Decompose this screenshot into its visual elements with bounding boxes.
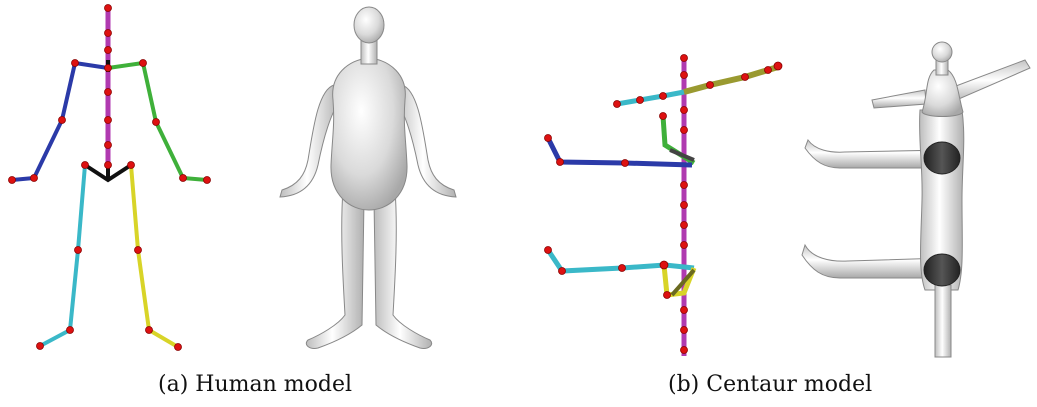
joint: [764, 66, 772, 74]
joint: [152, 118, 160, 126]
joint: [104, 4, 112, 12]
human-mesh-head: [353, 6, 385, 44]
joint: [104, 161, 112, 169]
human-mesh-torso: [330, 57, 408, 211]
human-left-leg: [39, 164, 87, 348]
joint: [544, 134, 552, 142]
joint: [127, 161, 135, 169]
joint: [680, 241, 688, 249]
centaur-mesh-dark-joint: [923, 141, 961, 175]
human-mesh-right-arm: [395, 84, 457, 198]
human-shoulder-bone: [107, 61, 144, 70]
joint: [104, 141, 112, 149]
joint: [544, 246, 552, 254]
centaur-blue-limb: [545, 136, 693, 168]
joint: [30, 174, 38, 182]
human-right-leg: [129, 164, 180, 349]
joint: [104, 29, 112, 37]
joint: [104, 116, 112, 124]
joint: [680, 71, 688, 79]
joint: [139, 59, 147, 67]
joint: [636, 96, 644, 104]
joint: [174, 343, 182, 351]
centaur-mesh-left-arm: [871, 89, 927, 109]
joint: [680, 221, 688, 229]
human-skeleton: [8, 4, 211, 351]
centaur-mesh-tail: [934, 284, 952, 358]
joint: [8, 176, 16, 184]
centaur-mesh-torso: [921, 69, 964, 117]
joint: [134, 246, 142, 254]
joint: [613, 100, 621, 108]
joint: [58, 116, 66, 124]
joint: [556, 158, 564, 166]
caption-human-model: (a) Human model: [158, 372, 353, 397]
figure-canvas: [8, 4, 1031, 358]
joint: [66, 326, 74, 334]
joint: [36, 342, 44, 350]
joint: [558, 267, 566, 275]
caption-centaur-model: (b) Centaur model: [668, 372, 873, 397]
joint: [618, 264, 626, 272]
joint: [104, 64, 112, 72]
joint: [680, 106, 688, 114]
joint: [179, 174, 187, 182]
human-left-arm: [11, 62, 77, 182]
joint: [104, 46, 112, 54]
centaur-skeleton: [544, 54, 783, 356]
joint: [706, 81, 714, 89]
joint: [680, 326, 688, 334]
centaur-olive-limb: [670, 268, 696, 297]
human-mesh-left-arm: [279, 84, 341, 198]
joint: [81, 161, 89, 169]
human-mesh-left-leg: [305, 189, 365, 349]
joint: [74, 246, 82, 254]
joint: [680, 126, 688, 134]
joint: [104, 88, 112, 96]
centaur-top-right-arm: [683, 64, 779, 95]
joint: [659, 260, 669, 270]
joint: [203, 176, 211, 184]
joint: [680, 346, 688, 354]
centaur-joints: [544, 54, 783, 354]
human-mesh: [279, 6, 457, 349]
human-right-arm: [141, 62, 208, 182]
centaur-top-left-arm: [616, 89, 685, 107]
joint: [659, 112, 667, 120]
joint: [773, 61, 783, 71]
joint: [71, 59, 79, 67]
joint: [680, 181, 688, 189]
joint: [741, 73, 749, 81]
joint: [145, 326, 153, 334]
centaur-mesh: [801, 41, 1031, 358]
human-shoulder-bone: [74, 61, 109, 70]
joint: [659, 92, 667, 100]
joint: [680, 201, 688, 209]
joint: [621, 159, 629, 167]
human-joints: [8, 4, 211, 351]
centaur-mesh-head: [931, 41, 953, 63]
human-mesh-right-leg: [373, 189, 433, 349]
joint: [680, 306, 688, 314]
joint: [680, 54, 688, 62]
joint: [663, 291, 671, 299]
centaur-dark-limb: [669, 148, 695, 162]
centaur-mesh-dark-joint: [923, 253, 961, 287]
